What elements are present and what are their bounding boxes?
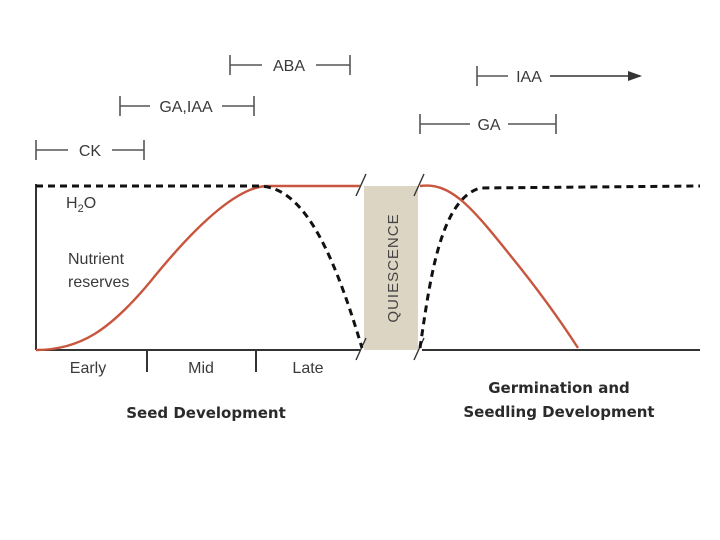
iaa-range-arrow: IAA xyxy=(476,66,642,86)
nutrient-reserves-curve-seed xyxy=(35,184,360,352)
aba-label: ABA xyxy=(273,58,305,75)
quiescence-label: QUIESCENCE xyxy=(385,213,402,322)
ck-range-bracket: CK xyxy=(35,140,145,160)
nutrient-reserves-label-line2: reserves xyxy=(68,274,129,291)
seed-development-title: Seed Development xyxy=(126,404,286,422)
ga-iaa-range-bracket: GA,IAA xyxy=(119,96,255,116)
ck-label: CK xyxy=(79,143,102,160)
ga-label: GA xyxy=(477,117,500,134)
water-content-curve-seed xyxy=(36,184,364,349)
stage-late-label: Late xyxy=(292,360,323,377)
aba-range-bracket: ABA xyxy=(229,55,351,75)
nutrient-reserves-label-line1: Nutrient xyxy=(68,251,125,268)
iaa-label: IAA xyxy=(516,69,542,86)
nutrient-reserves-curve-germination xyxy=(419,184,580,349)
quiescence-band xyxy=(364,186,418,350)
ga-range-bracket: GA xyxy=(419,114,557,134)
stage-early-label: Early xyxy=(70,360,106,377)
top-break-left xyxy=(355,173,367,197)
top-break-right xyxy=(413,173,425,197)
germination-title-line1: Germination and xyxy=(488,379,630,397)
ga-iaa-label: GA,IAA xyxy=(159,99,213,116)
h2o-label: H2O xyxy=(66,195,96,215)
germination-title-line2: Seedling Development xyxy=(463,403,654,421)
water-content-curve-germination xyxy=(418,184,701,349)
stage-mid-label: Mid xyxy=(188,360,214,377)
axis-break-left xyxy=(355,337,367,361)
